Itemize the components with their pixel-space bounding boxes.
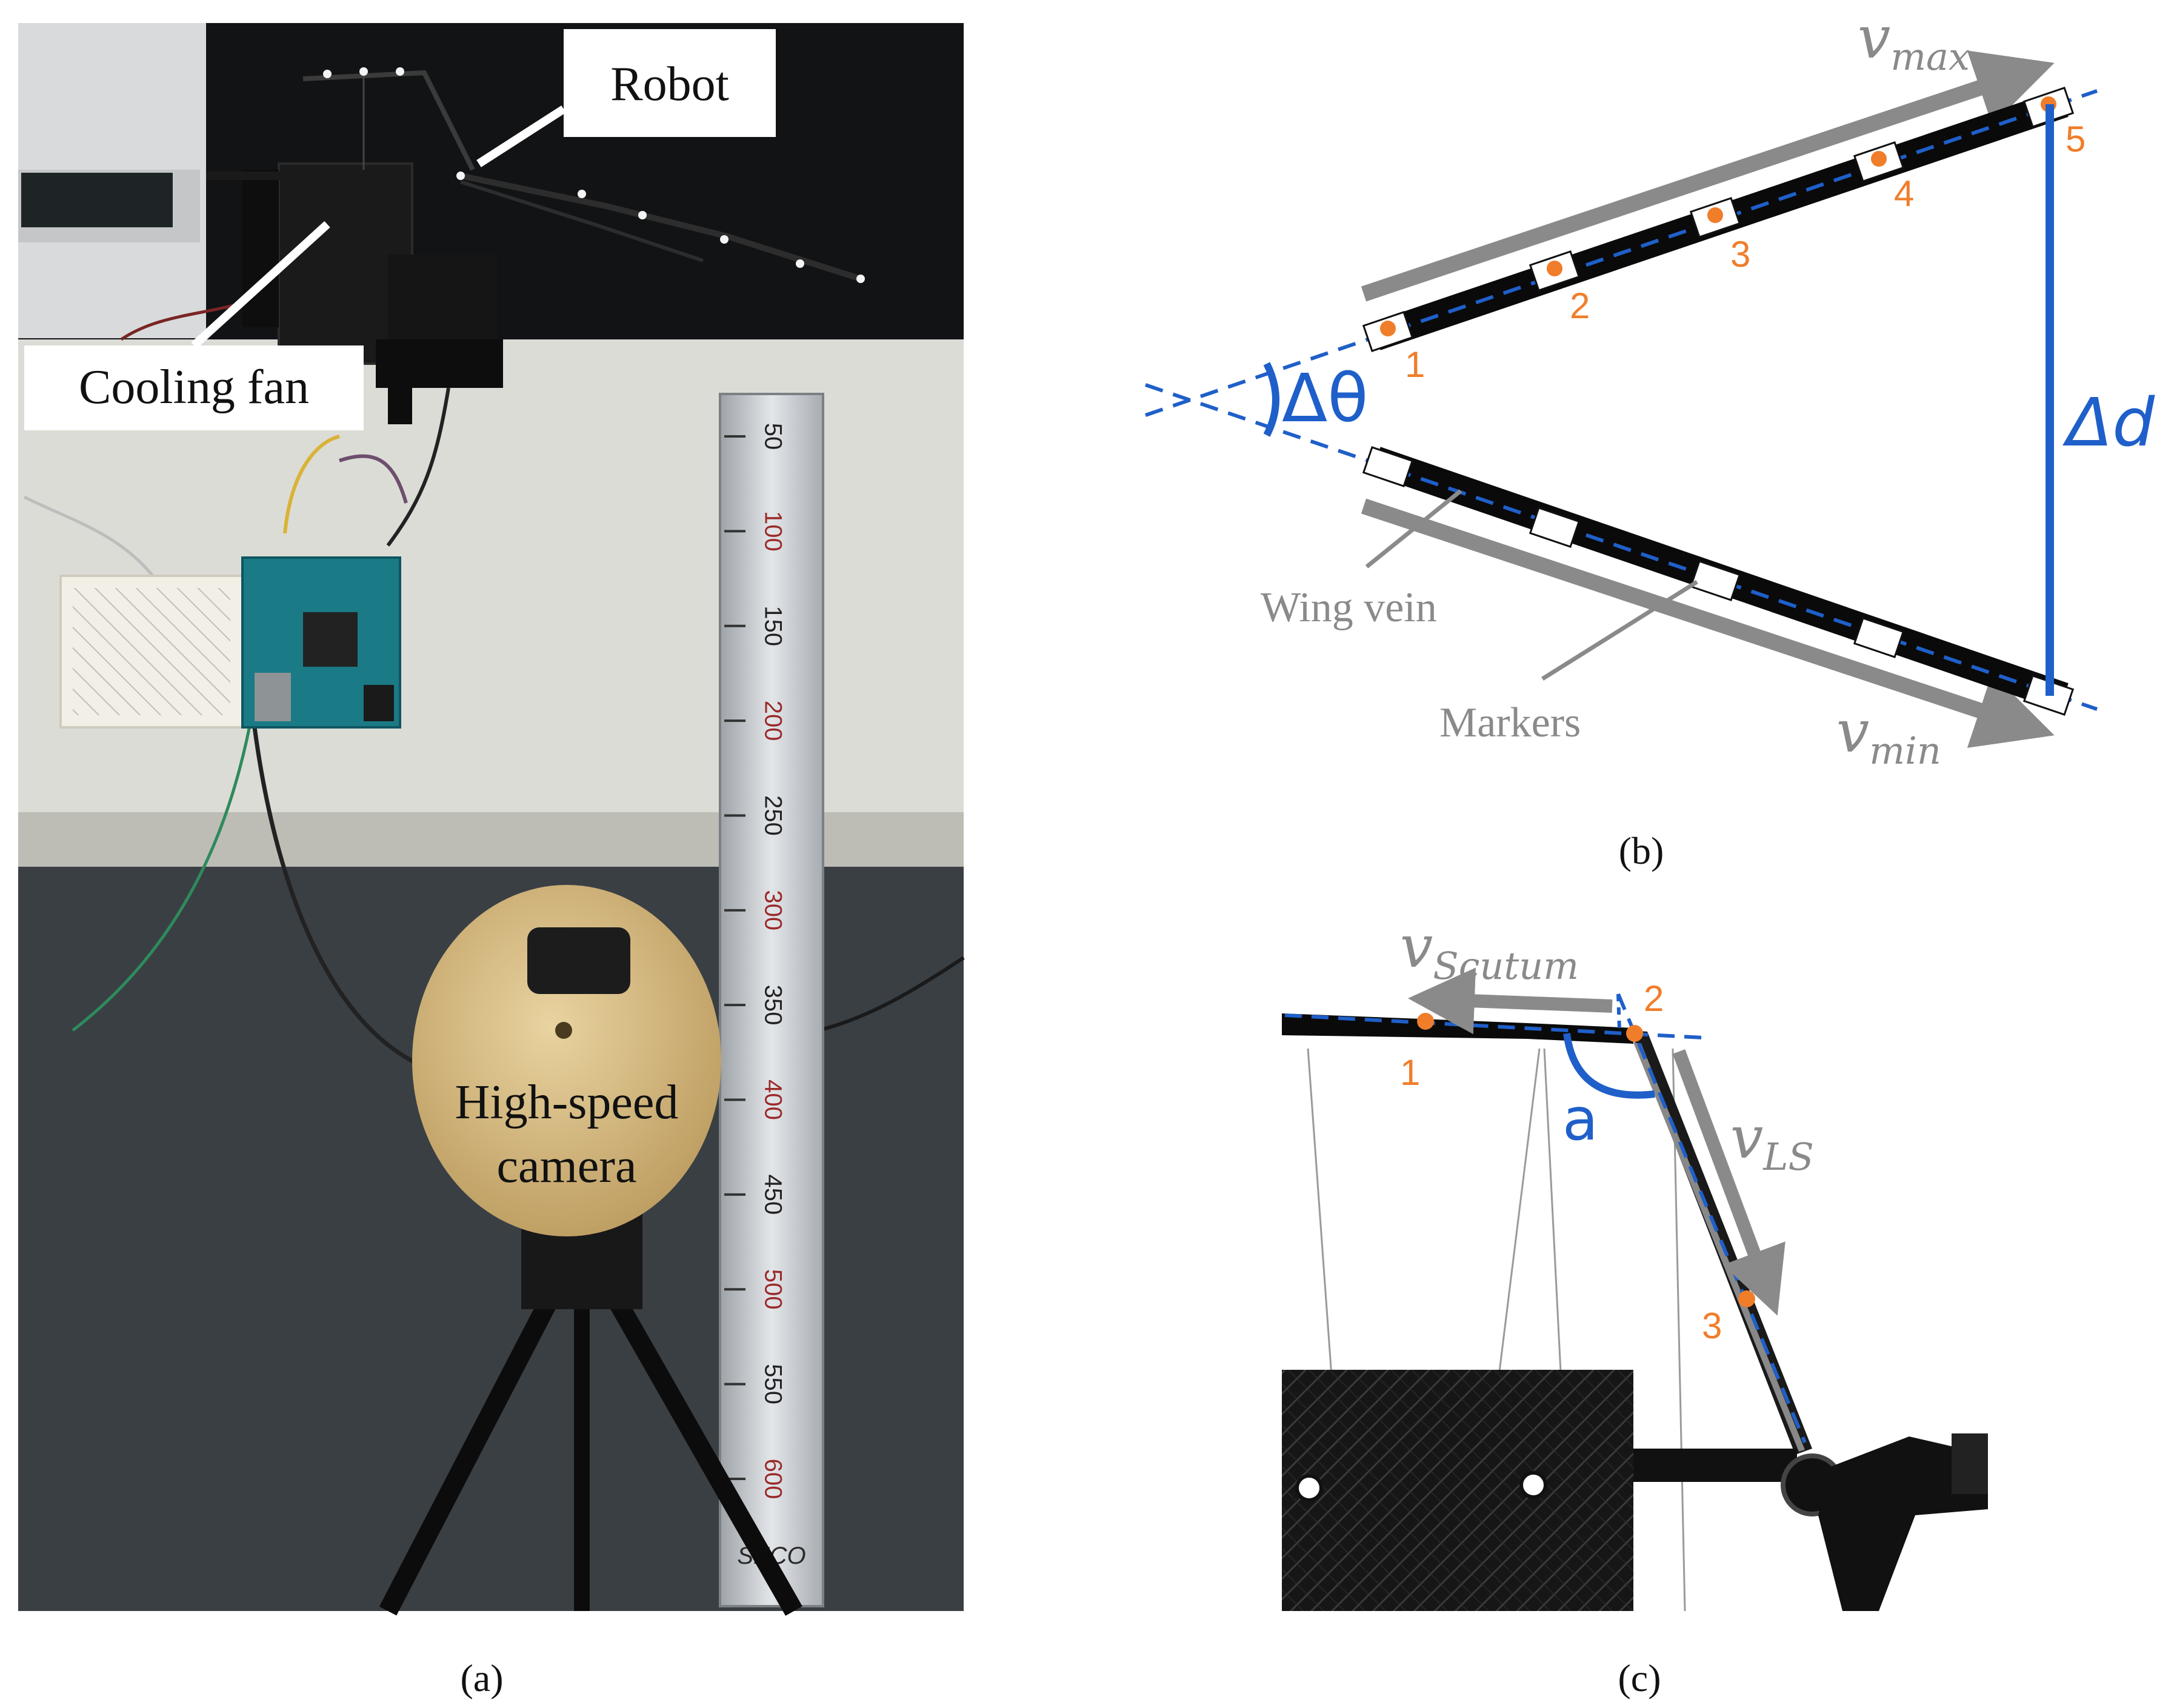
cooling-fan-callout-box — [24, 345, 364, 430]
vertical-ref — [1616, 993, 1621, 1031]
ruler-tick-label: 150 — [759, 605, 786, 646]
ls-axis — [1616, 993, 1807, 1444]
marker-dot-4 — [1871, 151, 1887, 167]
v-min-arrow — [1361, 498, 2055, 748]
panel-b-schematic: 1 2 3 4 5 Δd Δθ vmax vmin Wing vein Mark… — [1145, 4, 2155, 773]
ruler-tick-label: 400 — [759, 1079, 786, 1120]
v-ls-arrow — [1672, 1049, 1786, 1316]
ruler-tick-label: 600 — [759, 1459, 786, 1500]
marker-number-4: 4 — [1894, 173, 1914, 214]
marker-dot-2 — [1547, 261, 1562, 276]
panel-c-label: (c) — [1618, 1656, 1661, 1700]
ruler-tick-label: 50 — [759, 423, 786, 450]
v-max-arrow — [1361, 50, 2055, 302]
upper-markers — [1362, 87, 2075, 352]
c-marker-number-3: 3 — [1702, 1306, 1722, 1346]
lower-vein-axis — [1145, 383, 2098, 711]
upper-vein-axis — [1145, 89, 2098, 417]
cooling-fan-callout-line — [191, 221, 330, 349]
robot-callout-line — [476, 105, 566, 167]
delta-theta-label: Δθ — [1282, 359, 1369, 437]
marker-box — [1362, 446, 1414, 487]
panel-a-label: (a) — [460, 1656, 503, 1700]
wing-vein-label: Wing vein — [1261, 584, 1437, 631]
c-marker-dot-1 — [1417, 1013, 1434, 1030]
marker-box — [1853, 617, 1905, 658]
v-min-label: vmin — [1836, 698, 1941, 773]
marker-number-3: 3 — [1730, 234, 1750, 275]
ruler-tick-label: 100 — [759, 511, 786, 552]
cooling-fan-callout-label: Cooling fan — [79, 361, 309, 414]
ruler-tick-label: 300 — [759, 890, 786, 930]
cross-bar — [1633, 1449, 1797, 1482]
v-scutum-arrow — [1408, 967, 1613, 1035]
v-max-label: vmax — [1858, 4, 1970, 79]
marker-box — [1689, 560, 1741, 601]
photo-laptop-screen — [21, 173, 173, 227]
ruler-tick-label: 450 — [759, 1175, 786, 1215]
camera-callout-line1: High-speed — [455, 1076, 679, 1129]
photo-high-speed-camera — [412, 885, 721, 1236]
v-ls-label: vLS — [1730, 1104, 1814, 1179]
marker-number-2: 2 — [1570, 285, 1590, 326]
ruler-tick-label: 350 — [759, 985, 786, 1026]
photo-robot — [206, 67, 865, 424]
delta-d-label: Δd — [2062, 384, 2155, 461]
c-marker-dot-2 — [1626, 1025, 1643, 1042]
robot-callout-label: Robot — [610, 58, 729, 111]
scutum-bar — [1282, 1013, 1633, 1044]
c-marker-number-1: 1 — [1400, 1052, 1420, 1093]
camera-callout-line2: camera — [497, 1139, 637, 1193]
angle-label: a — [1562, 1086, 1598, 1153]
ruler-tick-label: 200 — [759, 701, 786, 741]
lower-markers — [1362, 446, 2075, 716]
marker-number-1: 1 — [1405, 344, 1425, 385]
ruler-tick-label: 250 — [759, 795, 786, 836]
markers-label: Markers — [1439, 699, 1581, 746]
angle-arc — [1563, 1033, 1655, 1099]
c-marker-dot-3 — [1738, 1290, 1755, 1307]
ruler-tick-label: 500 — [759, 1269, 786, 1310]
v-scutum-label: vScutum — [1400, 913, 1579, 988]
delta-theta-arc — [1263, 362, 1279, 437]
wing-vein-pointer — [1365, 489, 1462, 569]
marker-dot-3 — [1707, 207, 1723, 223]
right-bracket — [1818, 1436, 1988, 1611]
panel-c-photo: a 1 2 3 vScutum vLS — [1282, 913, 1988, 1612]
marker-number-5: 5 — [2066, 119, 2086, 159]
markers-pointer — [1541, 580, 1698, 681]
panel-b-label: (b) — [1619, 829, 1664, 872]
ruler-tick-group: 50 100 150 200 250 300 350 400 450 500 550 600 — [724, 423, 786, 1500]
ruler-tick-label: 550 — [759, 1364, 786, 1404]
robot-callout-box — [564, 29, 776, 137]
photo-wires — [23, 301, 965, 1069]
c-marker-number-2: 2 — [1644, 978, 1664, 1019]
marker-dot-1 — [1380, 321, 1396, 336]
marker-box — [1529, 507, 1581, 548]
